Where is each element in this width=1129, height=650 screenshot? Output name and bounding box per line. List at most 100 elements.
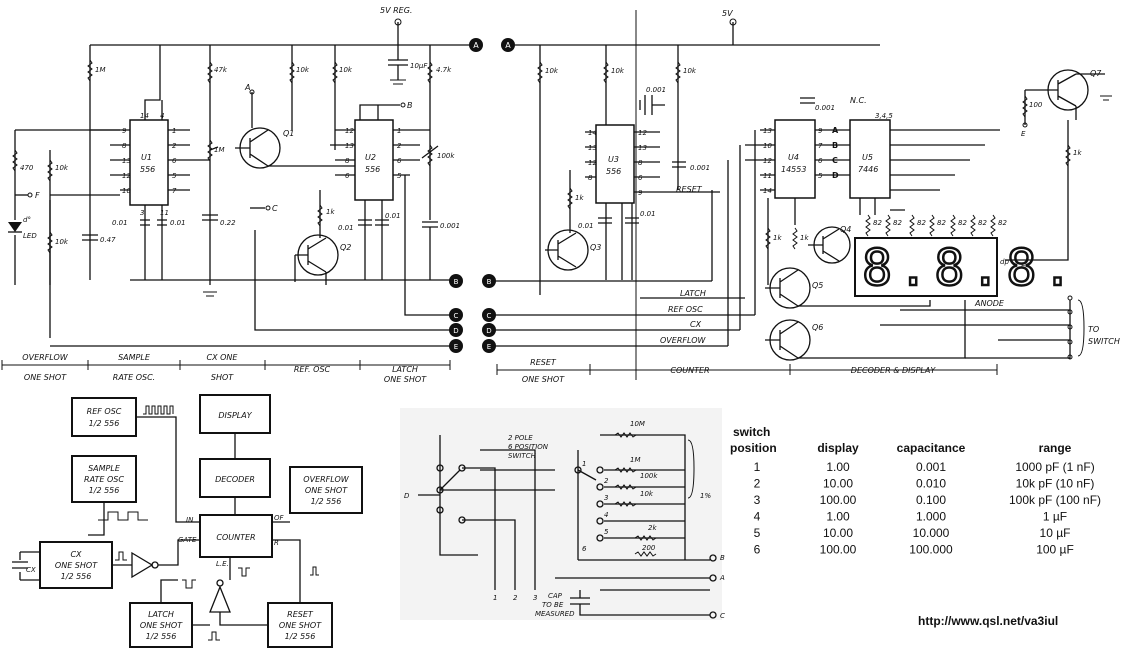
section-reset-sub: ONE SHOT — [522, 375, 565, 384]
svg-text:COUNTER: COUNTER — [216, 533, 255, 542]
svg-text:TO BE: TO BE — [542, 601, 564, 609]
svg-text:12: 12 — [122, 172, 131, 180]
cap-u3-a: 0.001 — [646, 86, 666, 94]
to-switch-1: TO — [1088, 325, 1099, 334]
section-latch: LATCH — [392, 365, 418, 374]
svg-text:10: 10 — [122, 187, 131, 195]
svg-text:ONE SHOT: ONE SHOT — [279, 621, 322, 630]
u5-ref: U5 — [862, 153, 873, 162]
svg-text:13: 13 — [763, 127, 772, 135]
cap-u1-a: 0.01 — [112, 219, 128, 227]
svg-text:MEASURED: MEASURED — [535, 610, 575, 618]
connector-d-left: D — [453, 327, 458, 335]
cap-0-22: 0.22 — [220, 219, 236, 227]
svg-text:1/2 556: 1/2 556 — [311, 497, 342, 506]
u5-part: 7446 — [858, 165, 878, 174]
svg-text:1: 1 — [493, 594, 497, 602]
svg-text:13: 13 — [638, 144, 647, 152]
section-ref-osc: REF. OSC — [294, 365, 331, 374]
svg-text:ONE SHOT: ONE SHOT — [140, 621, 183, 630]
bus-latch: LATCH — [680, 289, 706, 298]
svg-text:82: 82 — [958, 219, 967, 227]
svg-text:6: 6 — [638, 174, 643, 182]
section-latch-sub: ONE SHOT — [384, 375, 427, 384]
table-cell-capacitance: 0.001 — [916, 460, 946, 474]
table-header-range: range — [1039, 441, 1072, 455]
svg-text:6: 6 — [345, 172, 350, 180]
svg-text:6: 6 — [582, 545, 587, 553]
block-cx-cap: CX — [26, 566, 36, 574]
svg-text:5: 5 — [172, 172, 177, 180]
connector-e-display: E — [1021, 262, 1026, 270]
led-mark: d° — [23, 216, 31, 224]
u1-ref: U1 — [141, 153, 152, 162]
svg-text:RESET: RESET — [287, 610, 314, 619]
table-cell-capacitance: 10.000 — [913, 526, 950, 540]
table-header-display: display — [817, 441, 859, 455]
block-display — [199, 394, 271, 434]
res-10k-c: 10k — [55, 164, 69, 172]
q3-label: Q3 — [590, 243, 601, 252]
svg-text:IN: IN — [186, 516, 194, 524]
svg-text:10M: 10M — [630, 420, 645, 428]
svg-text:R: R — [274, 539, 279, 547]
svg-text:82: 82 — [937, 219, 946, 227]
supply-label-5v-reg: 5V REG. — [380, 6, 412, 15]
block-sample-rate-osc — [71, 455, 137, 503]
svg-text:14: 14 — [588, 129, 597, 137]
svg-text:ONE SHOT: ONE SHOT — [55, 561, 98, 570]
section-sample-sub: RATE OSC. — [113, 373, 155, 382]
u1-part: 556 — [140, 165, 155, 174]
led-label: LED — [23, 232, 37, 240]
u2-part: 556 — [365, 165, 380, 174]
svg-text:GATE: GATE — [178, 536, 197, 544]
u2-ref: U2 — [365, 153, 376, 162]
res-10k-e: 10k — [545, 67, 559, 75]
svg-text:1M: 1M — [630, 456, 641, 464]
connector-a-right: A — [505, 41, 511, 50]
svg-text:4: 4 — [604, 511, 608, 519]
res-4-7k: 4.7k — [436, 66, 452, 74]
cap-0-47: 0.47 — [100, 236, 116, 244]
svg-text:1: 1 — [397, 127, 401, 135]
switch-diagram: 2 POLE 6 POSITION SWITCH D 1 2 3 1 2 3 4… — [404, 420, 725, 620]
svg-text:8: 8 — [122, 142, 127, 150]
table-cell-display: 10.00 — [823, 477, 853, 491]
svg-text:ONE SHOT: ONE SHOT — [305, 486, 348, 495]
capacitance-range-table: switch position display capacitance rang… — [730, 425, 1101, 557]
block-diagram: REF OSC 1/2 556 SAMPLE RATE OSC 1/2 556 … — [12, 394, 363, 648]
table-header-capacitance: capacitance — [897, 441, 966, 455]
cap-u2-c: 0.001 — [440, 222, 460, 230]
u3-ref: U3 — [608, 155, 619, 164]
svg-text:C: C — [720, 612, 725, 620]
svg-text:200: 200 — [642, 544, 656, 552]
svg-text:OVERFLOW: OVERFLOW — [303, 475, 349, 484]
connector-a-q1: A — [244, 83, 250, 92]
svg-text:13: 13 — [588, 144, 597, 152]
svg-text:9: 9 — [638, 189, 643, 197]
display-dp: dp — [1000, 258, 1009, 266]
cap-u3-d: 0.01 — [640, 210, 656, 218]
table-cell-range: 1 µF — [1043, 510, 1067, 524]
table-cell-position: 4 — [754, 510, 761, 524]
table-cell-range: 100 µF — [1036, 543, 1074, 557]
svg-text:2: 2 — [397, 142, 402, 150]
svg-text:6: 6 — [818, 157, 823, 165]
res-1m-b: 1M — [214, 146, 225, 154]
res-100: 100 — [1029, 101, 1043, 109]
connector-e-right: E — [487, 343, 491, 351]
svg-text:3: 3 — [140, 209, 144, 217]
table-cell-capacitance: 1.000 — [916, 510, 946, 524]
cap-u2-a: 0.01 — [338, 224, 354, 232]
table-cell-display: 10.00 — [823, 526, 853, 540]
connector-c-right: C — [487, 312, 492, 320]
table-cell-position: 6 — [754, 543, 761, 557]
bus-cx: CX — [690, 320, 702, 329]
table-cell-display: 100.00 — [820, 493, 857, 507]
svg-text:A: A — [719, 574, 725, 582]
section-counter: COUNTER — [670, 366, 709, 375]
schematic-left: 5V REG. A 1M 47k 10k 10k 10µF 4.7k U1 55… — [1, 6, 483, 384]
svg-text:13: 13 — [122, 157, 131, 165]
